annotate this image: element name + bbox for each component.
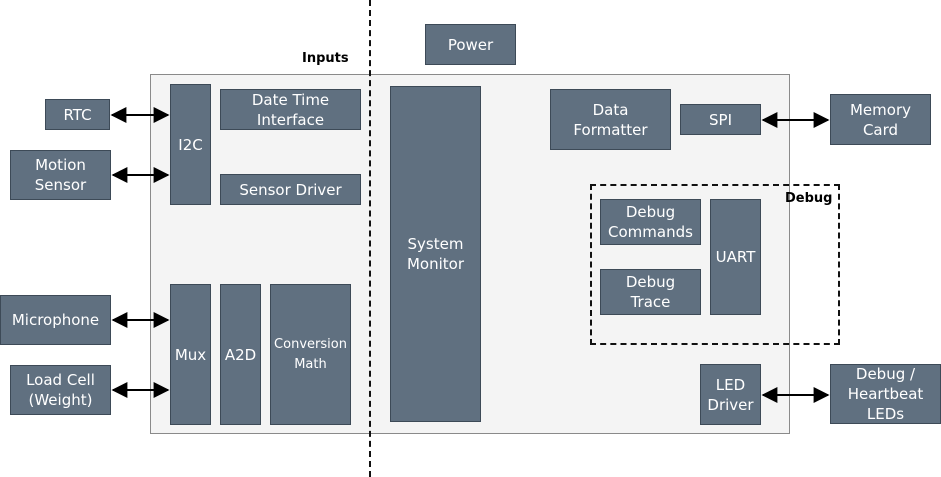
- load-cell-block: Load Cell (Weight): [10, 365, 111, 415]
- debug-group-box: [590, 184, 840, 345]
- debug-commands-block: Debug Commands: [600, 199, 701, 245]
- microphone-block: Microphone: [0, 295, 111, 345]
- data-formatter-block: Data Formatter: [550, 89, 671, 150]
- a2d-block: A2D: [220, 284, 261, 425]
- mux-block: Mux: [170, 284, 211, 425]
- debug-heartbeat-leds-block: Debug / Heartbeat LEDs: [830, 364, 941, 424]
- sensor-driver-block: Sensor Driver: [220, 174, 361, 205]
- date-time-interface-block: Date Time Interface: [220, 89, 361, 130]
- uart-block: UART: [710, 199, 761, 315]
- inputs-label: Inputs: [302, 51, 349, 66]
- memory-card-block: Memory Card: [830, 94, 931, 145]
- inputs-divider-line: [369, 0, 371, 477]
- spi-block: SPI: [680, 104, 761, 135]
- led-driver-block: LED Driver: [700, 364, 761, 425]
- rtc-block: RTC: [45, 99, 110, 130]
- i2c-block: I2C: [170, 84, 211, 205]
- debug-label: Debug: [785, 191, 833, 206]
- power-block: Power: [425, 24, 516, 65]
- system-monitor-block: System Monitor: [390, 86, 481, 422]
- debug-trace-block: Debug Trace: [600, 269, 701, 315]
- motion-sensor-block: Motion Sensor: [10, 150, 111, 200]
- conversion-math-block: Conversion Math: [270, 284, 351, 425]
